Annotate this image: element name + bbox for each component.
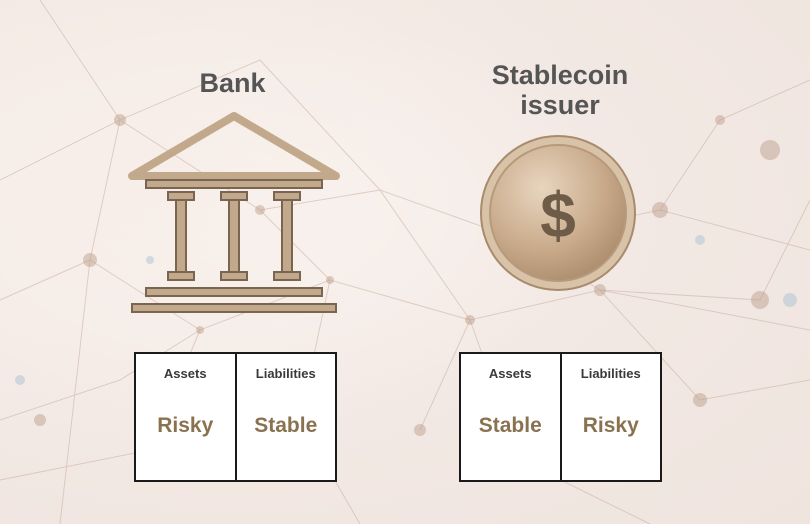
- issuer-balance-sheet: Assets Stable Liabilities Risky: [459, 352, 662, 482]
- issuer-assets-label: Assets: [488, 366, 532, 381]
- issuer-assets-value: Stable: [478, 414, 542, 437]
- coin-symbol: $: [540, 179, 576, 251]
- bank-balance-sheet: Assets Risky Liabilities Stable: [134, 352, 337, 482]
- bank-liabilities-value: Stable: [254, 414, 318, 437]
- dollar-coin-icon: $: [480, 135, 636, 291]
- issuer-liabilities-column: Liabilities Risky: [559, 354, 661, 480]
- stablecoin-issuer-title: Stablecoin issuer: [491, 60, 629, 120]
- issuer-liabilities-label: Liabilities: [580, 366, 641, 381]
- bank-building-icon: [128, 112, 340, 313]
- issuer-liabilities-value: Risky: [582, 414, 639, 437]
- bank-liabilities-label: Liabilities: [255, 366, 316, 381]
- bank-liabilities-column: Liabilities Stable: [234, 354, 336, 480]
- bank-assets-value: Risky: [157, 414, 214, 437]
- bank-assets-column: Assets Risky: [136, 354, 235, 480]
- bank-title: Bank: [199, 68, 266, 98]
- issuer-assets-column: Assets Stable: [461, 354, 560, 480]
- bank-assets-label: Assets: [163, 366, 207, 381]
